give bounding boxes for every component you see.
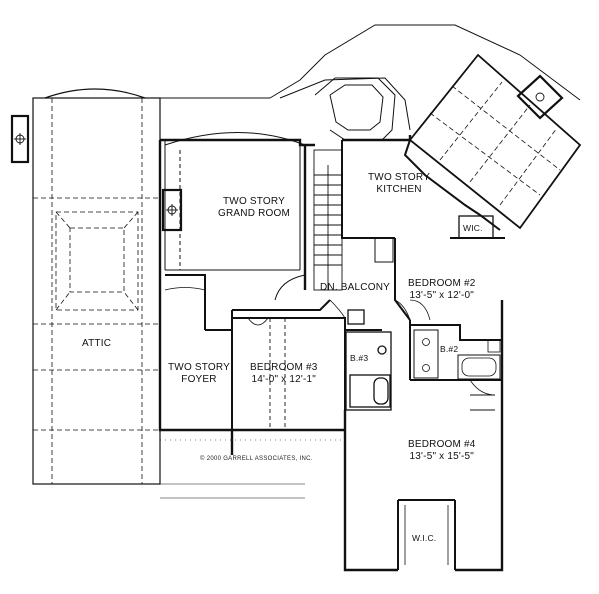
entry-steps [160,439,345,499]
foyer-label-l2: FOYER [181,374,217,385]
copyright-note: © 2000 GARRELL ASSOCIATES, INC. [200,456,313,462]
kitchen-label: TWO STORY KITCHEN [368,172,430,196]
outer-walls [158,135,504,572]
bedroom2-size: 13'-5" x 12'-0" [409,290,475,301]
bedroom2-walls [409,320,502,381]
bedroom4-size: 13'-5" x 15'-5" [409,451,475,462]
bedroom3-size: 14'-0" x 12'-1" [251,374,317,385]
bedroom3-label: BEDROOM #3 14'-0" x 12'-1" [250,362,318,386]
wic-bottom-label: W.I.C. [412,533,437,543]
wic-top-label: WIC. [463,223,483,233]
roof-outline [160,24,581,141]
kitchen-label-l2: KITCHEN [376,184,422,195]
bedroom2-name: BEDROOM #2 [408,278,476,289]
bath2-label: B.#2 [440,344,459,354]
attic-label: ATTIC [82,338,112,349]
grand-room-label-l1: TWO STORY [223,196,285,207]
foyer-walls [164,274,331,430]
bedroom3-name: BEDROOM #3 [250,362,318,373]
stairs [313,149,343,291]
foyer-label-l1: TWO STORY [168,362,230,373]
grand-room-label: TWO STORY GRAND ROOM [218,196,290,220]
bedroom4-name: BEDROOM #4 [408,439,476,450]
door-swings [247,299,496,396]
kitchen-label-l1: TWO STORY [368,172,430,183]
chimney-right [516,74,564,120]
balcony-label: DN. BALCONY [320,282,390,293]
chimney-center [161,188,183,232]
bath3-label: B.#3 [350,353,369,363]
bedroom2-label: BEDROOM #2 13'-5" x 12'-0" [408,278,476,302]
bedroom4-label: BEDROOM #4 13'-5" x 15'-5" [408,439,476,463]
foyer-label: TWO STORY FOYER [168,362,230,386]
chimney-left [10,114,30,164]
attic-area [32,88,161,485]
kitchen-bay [403,53,582,231]
bath3-walls [345,309,392,411]
bedroom4-walls [397,394,495,570]
grand-room-walls [164,132,306,271]
grand-room-label-l2: GRAND ROOM [218,208,290,219]
